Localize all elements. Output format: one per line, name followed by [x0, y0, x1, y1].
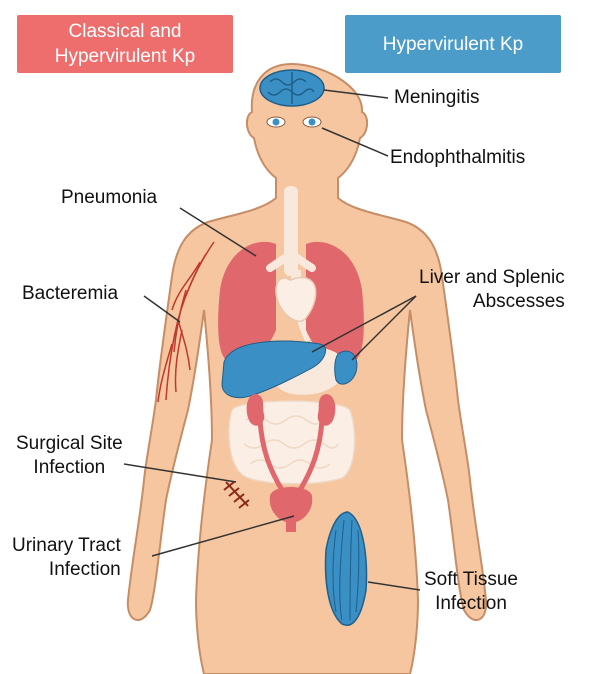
legend-hypervirulent-label: Hypervirulent Kp [383, 32, 523, 57]
trachea [284, 186, 298, 276]
label-urinary-tract-infection: Urinary Tract Infection [12, 534, 121, 582]
label-liver-splenic-abscesses: Liver and Splenic Abscesses [419, 266, 565, 314]
legend-hypervirulent-kp: Hypervirulent Kp [345, 15, 561, 73]
legend-classical-hypervirulent-kp: Classical and Hypervirulent Kp [17, 15, 233, 73]
legend-classical-line2: Hypervirulent Kp [55, 44, 195, 69]
label-bacteremia: Bacteremia [22, 282, 118, 306]
legend-classical-line1: Classical and [69, 19, 182, 44]
label-surgical-site-infection: Surgical Site Infection [16, 432, 123, 480]
label-soft-tissue-infection: Soft Tissue Infection [424, 568, 518, 616]
label-endophthalmitis: Endophthalmitis [390, 146, 525, 170]
label-meningitis: Meningitis [394, 86, 480, 110]
brain [260, 70, 324, 106]
thigh-muscle [326, 512, 367, 625]
label-pneumonia: Pneumonia [61, 186, 157, 210]
